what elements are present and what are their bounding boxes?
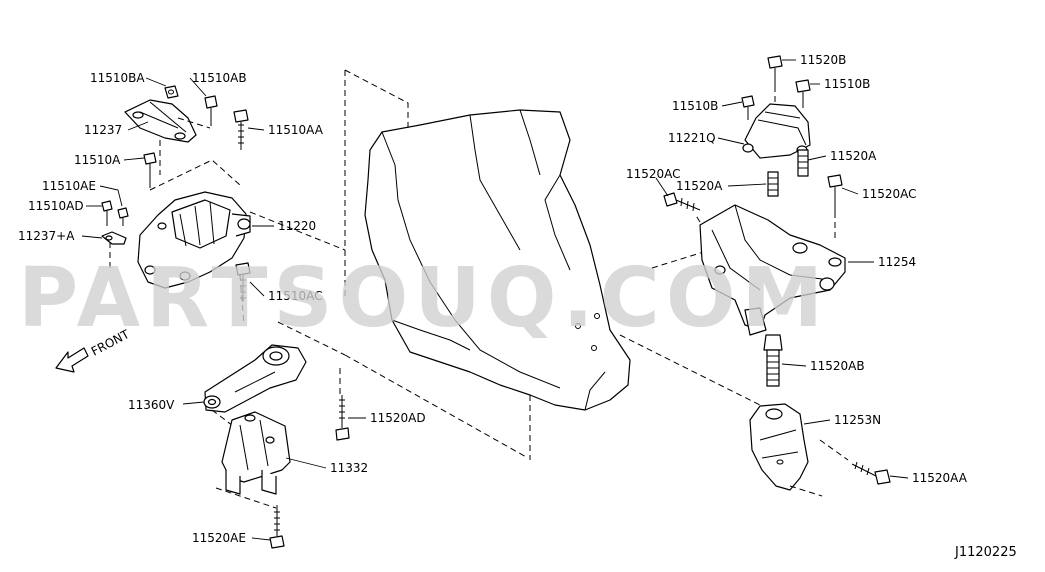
bolt-11520AA [851, 461, 891, 485]
label-11510AD: 11510AD [28, 199, 84, 213]
label-11221Q: 11221Q [668, 131, 716, 145]
label-11510AA: 11510AA [268, 123, 324, 137]
label-11510B-right: 11510B [824, 77, 870, 91]
bracket-11332 [215, 368, 341, 509]
bolt-11510AD [101, 200, 113, 226]
label-11520AC-right: 11520AC [862, 187, 917, 201]
label-11254: 11254 [878, 255, 916, 269]
bolt-11520AD [335, 395, 350, 441]
left-mount-insulator-11220 [109, 159, 251, 326]
label-11510B-left: 11510B [672, 99, 718, 113]
engine-block [364, 109, 631, 411]
bolt-11520AE [269, 505, 285, 549]
bracket-11254 [694, 204, 846, 336]
label-11520AB: 11520AB [810, 359, 865, 373]
stud-11520A-left [767, 171, 779, 197]
stud-11520A-right [797, 149, 809, 177]
label-11510AE: 11510AE [42, 179, 96, 193]
bolt-11510B-right [795, 79, 811, 108]
label-11520AC-left: 11520AC [626, 167, 681, 181]
nut-11510BA [164, 85, 179, 99]
label-11220: 11220 [278, 219, 316, 233]
engine-dashed-outline [249, 69, 761, 460]
mount-bracket-11253N [749, 403, 849, 497]
bolt-11520B [767, 55, 783, 102]
label-11520AA: 11520AA [912, 471, 968, 485]
label-11253N: 11253N [834, 413, 881, 427]
label-11520AD: 11520AD [370, 411, 426, 425]
bolt-11510A [143, 152, 157, 188]
stud-11520AB [763, 334, 783, 387]
bolt-11510B-left [741, 95, 755, 120]
watermark: PARTSOUQ.COM [18, 251, 829, 346]
label-11520B: 11520B [800, 53, 846, 67]
leader-lines [81, 59, 909, 541]
label-11360V: 11360V [128, 398, 175, 412]
bolt-11520AC-right [827, 174, 843, 240]
bolt-11510AB [204, 95, 218, 126]
bolt-11510AA [233, 109, 249, 150]
bolt-11510AC [235, 262, 251, 302]
part-labels: 11510BA 11510AB 11237 11510AA 11510A 115… [18, 53, 968, 545]
washer-11237A [101, 231, 127, 245]
diagram-code: J1120225 [954, 545, 1017, 560]
label-11520A-left: 11520A [676, 179, 723, 193]
left-mount-bracket-11237 [124, 99, 211, 175]
label-11510AB: 11510AB [192, 71, 247, 85]
label-11510A: 11510A [74, 153, 121, 167]
label-11237A: 11237+A [18, 229, 75, 243]
bolt-11520AC-left [663, 192, 701, 212]
label-11510BA: 11510BA [90, 71, 145, 85]
label-11332: 11332 [330, 461, 368, 475]
label-11520AE: 11520AE [192, 531, 246, 545]
label-11510AC: 11510AC [268, 289, 323, 303]
label-11237: 11237 [84, 123, 122, 137]
label-11520A-right: 11520A [830, 149, 877, 163]
bolt-11510AE [117, 207, 129, 226]
